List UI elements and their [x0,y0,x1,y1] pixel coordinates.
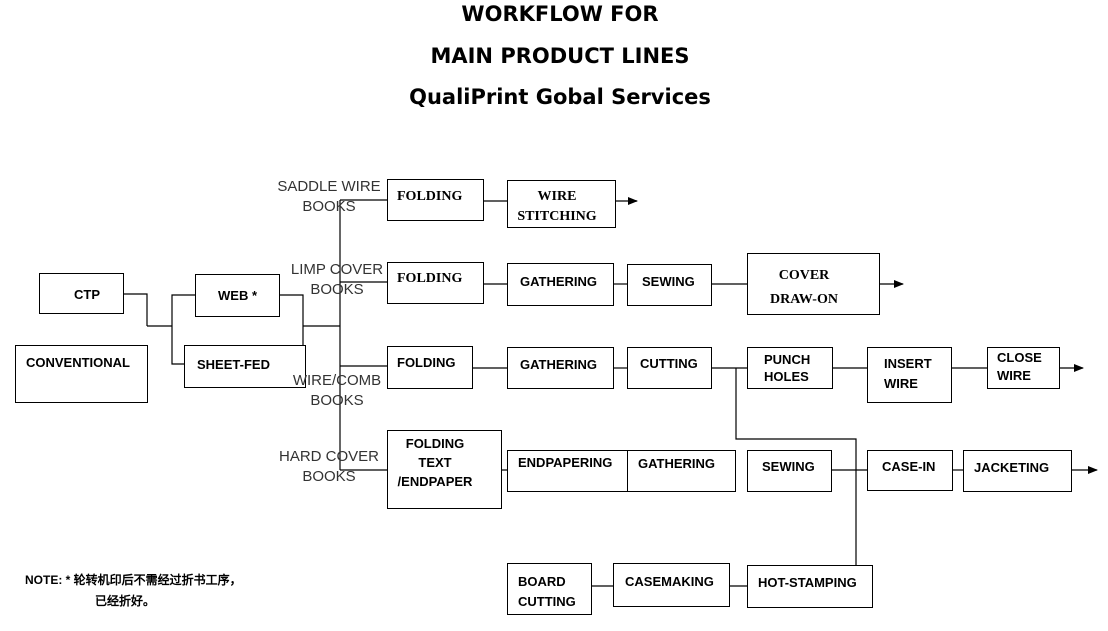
jacketing-label: JACKETING [974,460,1050,475]
case-in-label: CASE-IN [882,459,936,474]
hard-folding-box: FOLDING TEXT /ENDPAPER [387,430,502,509]
saddle-folding-label: FOLDING [397,189,463,204]
limp-sewing-box: SEWING [627,264,712,306]
hot-stamping-box: HOT-STAMPING [747,565,873,608]
punch-holes-box: PUNCH HOLES [747,347,833,389]
board-cutting-box: BOARD CUTTING [507,563,592,615]
branch-label-hard-cover: HARD COVER BOOKS [278,448,379,485]
sheet-fed-label: SHEET-FED [197,357,270,372]
close-wire-box: CLOSE WIRE [987,347,1060,389]
web-connector [171,294,196,365]
cutting-box: CUTTING [627,347,712,389]
hard-sewing-label: SEWING [762,459,815,474]
sheet-fed-box: SHEET-FED [184,345,306,388]
branch-label-wire-comb: WIRE/COMB BOOKS [292,372,382,409]
note-line-2: 已经折好。 [95,594,156,608]
wire-gathering-box: GATHERING [507,347,614,389]
conventional-box: CONVENTIONAL [15,345,148,403]
casemaking-box: CASEMAKING [613,563,730,607]
board-cutting-label: BOARD CUTTING [518,574,576,609]
hard-gathering-label: GATHERING [638,456,716,471]
limp-gathering-label: GATHERING [520,274,598,289]
limp-sewing-label: SEWING [642,274,695,289]
punch-holes-label: PUNCH HOLES [764,352,811,384]
hot-stamping-label: HOT-STAMPING [758,575,857,590]
casemaking-label: CASEMAKING [625,574,714,589]
wire-stitching-label: WIRE STITCHING [517,189,597,224]
ctp-connector [123,293,148,326]
jacketing-box: JACKETING [963,450,1072,492]
page-title-line-3: QualiPrint Gobal Services [409,85,711,109]
web-label: WEB * [218,288,257,303]
cover-draw-on-box: COVER DRAW-ON [747,253,880,315]
web-box: WEB * [195,274,280,317]
limp-gathering-box: GATHERING [507,263,614,306]
limp-folding-label: FOLDING [397,271,463,286]
limp-folding-box: FOLDING [387,262,484,304]
insert-wire-box: INSERT WIRE [867,347,952,403]
page-title-line-1: WORKFLOW FOR [461,2,659,26]
endpapering-box: ENDPAPERING [507,450,628,492]
branch-label-saddle-wire: SADDLE WIRE BOOKS [277,178,381,215]
insert-wire-label: INSERT WIRE [884,356,932,391]
wire-folding-box: FOLDING [387,346,473,389]
hard-folding-label: FOLDING TEXT /ENDPAPER [397,436,473,489]
cutting-label: CUTTING [640,356,698,371]
branch-label-limp-cover: LIMP COVER BOOKS [290,261,384,298]
hard-gathering-box: GATHERING [627,450,736,492]
cover-draw-on-label: COVER DRAW-ON [770,268,838,307]
wire-gathering-label: GATHERING [520,357,598,372]
ctp-box: CTP [39,273,124,314]
case-in-box: CASE-IN [867,450,953,491]
endpapering-label: ENDPAPERING [518,455,613,470]
page-title-line-2: MAIN PRODUCT LINES [430,44,690,68]
cutting-to-casein-connector [735,368,857,566]
ctp-label: CTP [74,287,100,302]
note-line-1: NOTE: * 轮转机印后不需经过折书工序， [25,573,242,587]
saddle-folding-box: FOLDING [387,179,484,221]
wire-stitching-box: WIRE STITCHING [507,180,616,228]
close-wire-label: CLOSE WIRE [997,350,1042,383]
wire-folding-label: FOLDING [397,355,456,370]
hard-sewing-box: SEWING [747,450,832,492]
conventional-label: CONVENTIONAL [26,355,130,370]
